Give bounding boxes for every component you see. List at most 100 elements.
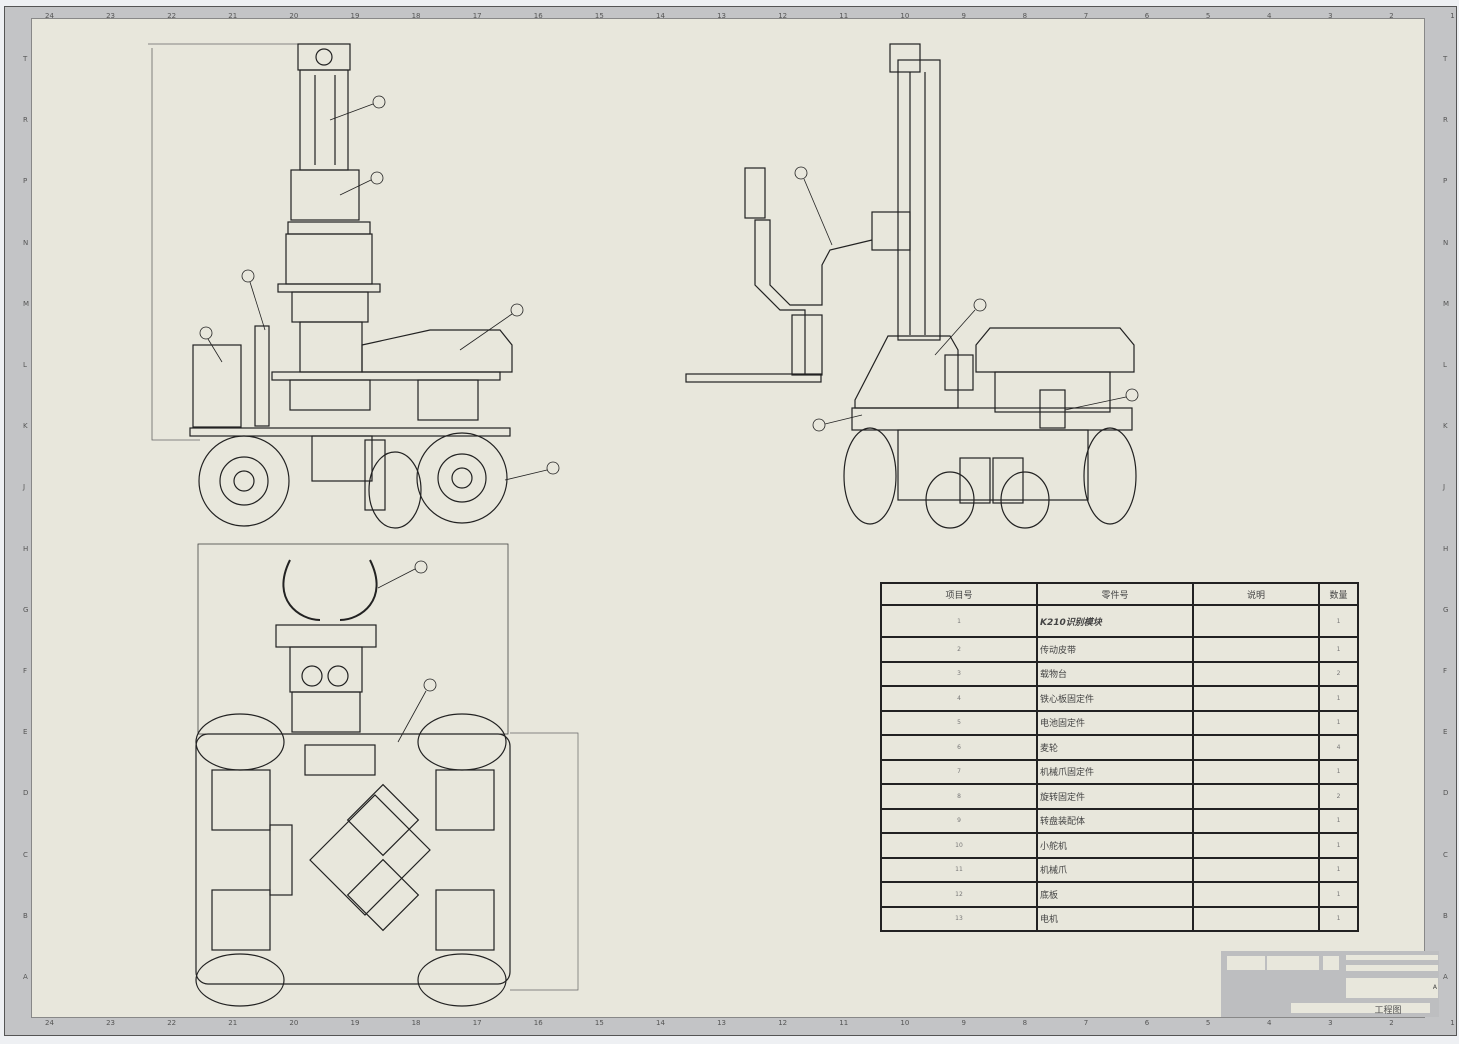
bom-cell-qty: 1 xyxy=(1318,685,1359,712)
bom-cell-qty: 1 xyxy=(1318,807,1359,834)
bom-cell-desc xyxy=(1192,709,1320,736)
ruler-column-label: 1 xyxy=(1450,12,1455,20)
bom-cell-desc xyxy=(1192,783,1320,810)
ruler-column-label: 5 xyxy=(1205,12,1211,20)
bom-cell-part: 传动皮带 xyxy=(1036,636,1194,663)
drawing-type-label: 工程图 xyxy=(1374,1006,1402,1016)
ruler-row-label: R xyxy=(1443,116,1448,125)
ruler-column-label: 20 xyxy=(289,12,299,20)
bom-cell-desc xyxy=(1192,758,1320,785)
bom-cell-qty: 1 xyxy=(1318,856,1359,883)
side-view xyxy=(685,43,1139,529)
ruler-column-label: 17 xyxy=(472,1019,482,1027)
bom-cell-qty: 1 xyxy=(1318,832,1359,859)
bom-cell-desc xyxy=(1192,604,1320,638)
ruler-column-label: 18 xyxy=(411,1019,421,1027)
ruler-row-label: P xyxy=(1443,177,1448,186)
sheet-size-label: A xyxy=(1432,984,1437,991)
bom-cell-qty: 4 xyxy=(1318,734,1359,761)
bom-cell-qty: 1 xyxy=(1318,604,1359,638)
ruler-column-label: 18 xyxy=(411,12,421,20)
bom-cell-desc xyxy=(1192,832,1320,859)
top-view xyxy=(195,543,579,1007)
ruler-column-label: 14 xyxy=(656,12,665,20)
ruler-column-label: 22 xyxy=(167,1019,177,1027)
bom-header-row: 项目号 零件号 说明 数量 xyxy=(880,582,1359,606)
bom-cell-desc xyxy=(1192,807,1320,834)
bom-cell-part: 小舵机 xyxy=(1036,832,1194,859)
ruler-row-label: M xyxy=(1443,299,1450,308)
bom-cell-item: 12 xyxy=(880,881,1038,908)
ruler-row-label: L xyxy=(1443,361,1447,369)
bom-cell-item: 6 xyxy=(880,734,1038,761)
bom-cell-part: 底板 xyxy=(1036,881,1194,908)
ruler-row-label: G xyxy=(23,605,29,614)
ruler-row-label: B xyxy=(1443,911,1448,920)
bom-cell-qty: 1 xyxy=(1318,881,1359,908)
bom-cell-part: 麦轮 xyxy=(1036,734,1194,761)
ruler-column-label: 12 xyxy=(778,12,788,20)
ruler-column-label: 11 xyxy=(839,1019,849,1027)
ruler-row-label: K xyxy=(1443,422,1448,431)
bom-cell-part: 铁心板固定件 xyxy=(1036,685,1194,712)
bom-cell-desc xyxy=(1192,881,1320,908)
ruler-column-label: 16 xyxy=(533,1019,543,1027)
ruler-column-label: 20 xyxy=(289,1019,299,1027)
bom-header-qty: 数量 xyxy=(1318,582,1359,606)
bom-cell-part: 电机 xyxy=(1036,905,1194,932)
ruler-row-label: T xyxy=(23,55,28,63)
ruler-row-label: H xyxy=(23,544,29,553)
bom-cell-desc xyxy=(1192,685,1320,712)
ruler-row-label: A xyxy=(1443,973,1448,981)
ruler-column-label: 13 xyxy=(717,12,727,20)
bom-cell-item: 11 xyxy=(880,856,1038,883)
bom-header-desc: 说明 xyxy=(1192,582,1320,606)
ruler-row-label: P xyxy=(23,177,28,186)
ruler-column-label: 9 xyxy=(961,1019,966,1027)
ruler-column-label: 5 xyxy=(1205,1019,1211,1027)
ruler-column-label: 16 xyxy=(533,12,543,20)
ruler-column-label: 9 xyxy=(961,12,966,20)
ruler-column-label: 3 xyxy=(1328,12,1333,20)
bom-cell-part: 转盘装配体 xyxy=(1036,807,1194,834)
ruler-column-label: 11 xyxy=(839,12,849,20)
ruler-row-label: A xyxy=(23,973,28,981)
ruler-column-label: 23 xyxy=(106,1019,116,1027)
ruler-row-label: F xyxy=(23,667,28,675)
ruler-row-label: J xyxy=(1443,483,1446,492)
bom-cell-part: 旋转固定件 xyxy=(1036,783,1194,810)
bom-cell-item: 5 xyxy=(880,709,1038,736)
ruler-column-label: 10 xyxy=(900,1019,910,1027)
ruler-column-label: 15 xyxy=(594,1019,604,1027)
ruler-row-label: K xyxy=(23,422,28,431)
ruler-column-label: 2 xyxy=(1389,1019,1394,1027)
ruler-column-label: 24 xyxy=(45,1019,54,1027)
ruler-column-label: 8 xyxy=(1022,12,1028,20)
ruler-column-label: 10 xyxy=(900,12,910,20)
ruler-column-label: 19 xyxy=(350,1019,360,1027)
ruler-row-label: T xyxy=(1443,55,1448,63)
ruler-column-label: 22 xyxy=(167,12,177,20)
bom-cell-qty: 1 xyxy=(1318,758,1359,785)
title-block: A xyxy=(1221,951,1439,1017)
bom-cell-desc xyxy=(1192,856,1320,883)
ruler-column-label: 15 xyxy=(594,12,604,20)
bom-cell-item: 4 xyxy=(880,685,1038,712)
bom-cell-part: K210识别模块 xyxy=(1036,604,1194,638)
bom-cell-part: 电池固定件 xyxy=(1036,709,1194,736)
ruler-row-label: C xyxy=(1443,850,1448,859)
ruler-row-label: M xyxy=(23,299,30,308)
bom-cell-part: 机械爪固定件 xyxy=(1036,758,1194,785)
ruler-row-label: D xyxy=(23,789,29,798)
ruler-column-label: 8 xyxy=(1022,1019,1028,1027)
bom-cell-desc xyxy=(1192,734,1320,761)
